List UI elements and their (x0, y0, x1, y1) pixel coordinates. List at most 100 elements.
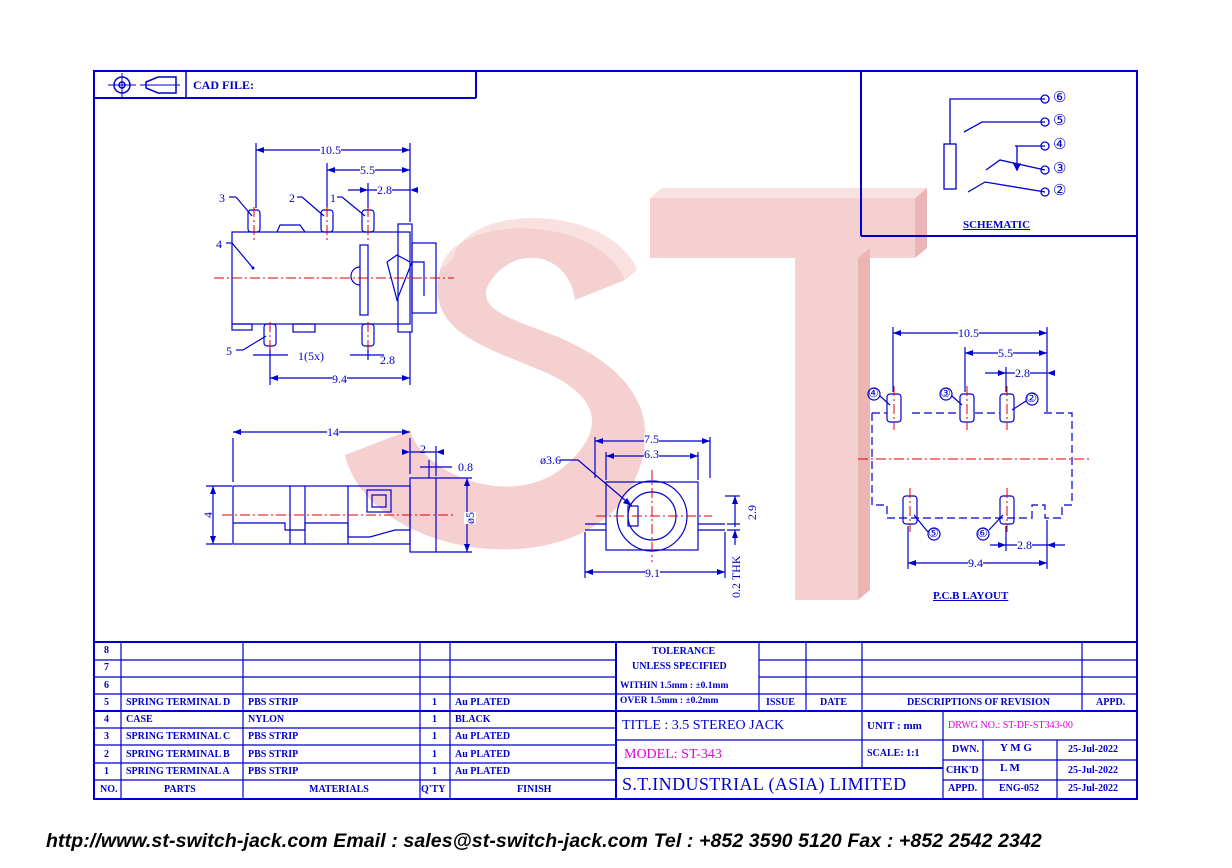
bom-row-no: 4 (104, 714, 109, 725)
bom-header-qty: Q'TY (421, 784, 446, 795)
dwn-by: Y M G (1000, 742, 1032, 754)
revision-appd: APPD. (1096, 697, 1126, 708)
dim-side-4: 4 (201, 512, 215, 518)
bom-row-finish: Au PLATED (455, 766, 511, 777)
bom-row-qty: 1 (432, 714, 437, 725)
bom-row-part: SPRING TERMINAL C (126, 731, 231, 742)
top-view-arrows (251, 147, 418, 381)
dim-front-9-1: 9.1 (645, 566, 660, 580)
revision-issue: ISSUE (766, 697, 795, 708)
dim-pcb-2-8-bottom: 2.8 (1017, 538, 1032, 552)
scale-label: SCALE: 1:1 (867, 748, 920, 759)
bom-row-part: SPRING TERMINAL D (126, 697, 231, 708)
front-view-arrows (585, 438, 738, 575)
company-name: S.T.INDUSTRIAL (ASIA) LIMITED (622, 774, 907, 794)
watermark-logo (345, 188, 927, 600)
bom-row-finish: BLACK (455, 714, 491, 725)
bom-row-7-no: 7 (104, 662, 109, 673)
bom-header-materials: MATERIALS (309, 784, 369, 795)
dim-front-dia-3-6: ø3.6 (540, 453, 561, 467)
bom-row-part: SPRING TERMINAL A (126, 766, 230, 777)
bom-row-no: 1 (104, 766, 109, 777)
chkd-by: L M (1000, 762, 1020, 774)
dwn-date: 25-Jul-2022 (1068, 744, 1118, 755)
bom-row-material: NYLON (248, 714, 285, 725)
callout-5: 5 (226, 344, 232, 358)
bom-header-finish: FINISH (517, 784, 552, 795)
tolerance-within: WITHIN 1.5mm : ±0.1mm (620, 681, 729, 691)
dim-pcb-2-8-top: 2.8 (1015, 366, 1030, 380)
dim-side-dia-5: ø5 (463, 512, 477, 524)
appd-date: 25-Jul-2022 (1068, 783, 1118, 794)
bom-row-qty: 1 (432, 766, 437, 777)
top-view-drawing (226, 143, 437, 385)
tolerance-over: OVER 1.5mm : ±0.2mm (620, 696, 719, 706)
bom-row-part: CASE (126, 714, 153, 725)
schematic-pin-2: ② (1053, 183, 1067, 199)
chkd-label: CHK'D (946, 765, 979, 776)
dim-side-0-8: 0.8 (458, 460, 473, 474)
bom-row-no: 2 (104, 749, 109, 760)
bom-row-qty: 1 (432, 731, 437, 742)
bom-row-finish: Au PLATED (455, 697, 511, 708)
revision-description: DESCRIPTIONS OF REVISION (907, 697, 1050, 708)
model-number: MODEL: ST-343 (624, 747, 722, 762)
bom-header-no: NO. (100, 784, 118, 795)
bom-row-8-no: 8 (104, 645, 109, 656)
pcb-centerlines (858, 386, 1090, 532)
front-view-centerlines (596, 470, 712, 562)
schematic-pin-5: ⑤ (1053, 113, 1067, 129)
dwn-label: DWN. (952, 744, 979, 755)
bom-row-finish: Au PLATED (455, 731, 511, 742)
pcb-pin-2: ② (1026, 391, 1037, 405)
dim-top-9-4: 9.4 (332, 372, 347, 386)
cad-file-label: CAD FILE: (193, 78, 255, 92)
schematic-diagram (860, 71, 1137, 237)
callout-4: 4 (216, 237, 222, 251)
schematic-pin-4: ④ (1053, 137, 1067, 153)
dim-top-length: 10.5 (320, 143, 341, 157)
dim-top-5-5: 5.5 (360, 163, 375, 177)
dim-pcb-9-4: 9.4 (968, 556, 983, 570)
dim-front-7-5: 7.5 (644, 432, 659, 446)
side-view-arrows (210, 429, 470, 552)
dim-front-thickness: 0.2 THK (729, 555, 743, 598)
bom-row-material: PBS STRIP (248, 749, 299, 760)
dim-front-2-9: 2.9 (745, 505, 759, 520)
revision-date: DATE (820, 697, 848, 708)
drawing-title: TITLE : 3.5 STEREO JACK (622, 718, 785, 733)
dim-side-2: 2 (420, 442, 426, 456)
chkd-date: 25-Jul-2022 (1068, 765, 1118, 776)
bom-row-no: 5 (104, 697, 109, 708)
tolerance-title: TOLERANCE (652, 646, 716, 657)
bom-row-material: PBS STRIP (248, 766, 299, 777)
pcb-pin-3: ③ (940, 386, 951, 400)
bom-row-6-no: 6 (104, 680, 109, 691)
pcb-pin-4: ④ (868, 386, 879, 400)
dim-side-14: 14 (327, 425, 339, 439)
dim-front-6-3: 6.3 (644, 447, 659, 461)
dim-top-bottom-2-8: 2.8 (380, 353, 395, 367)
bom-row-finish: Au PLATED (455, 749, 511, 760)
bom-row-material: PBS STRIP (248, 697, 299, 708)
callout-1: 1 (330, 191, 336, 205)
bom-table-grid (94, 641, 1137, 799)
pcb-pin-6: ⑥ (977, 526, 988, 540)
pcb-arrows (893, 330, 1055, 566)
top-view-centerlines (214, 207, 454, 350)
callout-2: 2 (289, 191, 295, 205)
drawing-number: DRWG NO.: ST-DF-ST343-00 (948, 720, 1073, 731)
bom-row-material: PBS STRIP (248, 731, 299, 742)
schematic-pin-6: ⑥ (1053, 90, 1067, 106)
appd-by: ENG-052 (999, 783, 1039, 794)
bom-row-part: SPRING TERMINAL B (126, 749, 230, 760)
contact-footer: http://www.st-switch-jack.com Email : sa… (46, 830, 1042, 852)
bom-row-qty: 1 (432, 749, 437, 760)
pcb-pin-5: ⑤ (928, 526, 939, 540)
bom-header-parts: PARTS (164, 784, 196, 795)
appd-label: APPD. (948, 783, 978, 794)
dim-pcb-5-5: 5.5 (998, 346, 1013, 360)
callout-3: 3 (219, 191, 225, 205)
bom-row-qty: 1 (432, 697, 437, 708)
